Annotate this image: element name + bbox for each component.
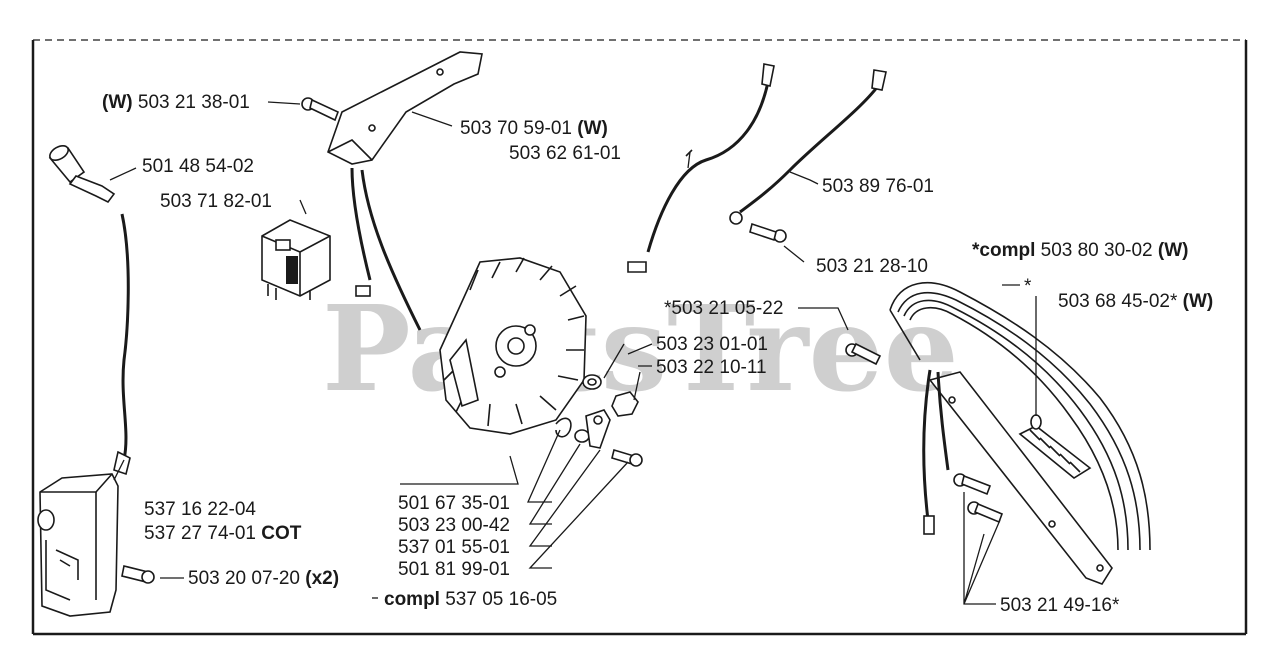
label-503-68-45-02: 503 68 45-02* (W) bbox=[1058, 291, 1213, 312]
diagram-frame bbox=[31, 39, 1248, 636]
label-501-67-35-01: 501 67 35-01 bbox=[398, 493, 510, 514]
label-503-20-07-20: 503 20 07-20 (x2) bbox=[188, 568, 339, 589]
label-503-23-00-42: 503 23 00-42 bbox=[398, 515, 510, 536]
label-537-01-55-01: 537 01 55-01 bbox=[398, 537, 510, 558]
stop-switch-drawing bbox=[261, 219, 331, 300]
ignition-module-drawing bbox=[37, 473, 155, 617]
spark-plug-cap-drawing bbox=[48, 144, 131, 476]
label-compl-537-05-16-05: compl 537 05 16-05 bbox=[384, 589, 557, 610]
label-compl-503-80-30-02: *compl 503 80 30-02 (W) bbox=[972, 240, 1189, 261]
label-503-21-28-10: 503 21 28-10 bbox=[816, 256, 928, 277]
label-503-89-76-01: 503 89 76-01 bbox=[822, 176, 934, 197]
label-503-21-05-22: *503 21 05-22 bbox=[664, 298, 783, 319]
label-503-71-82-01: 503 71 82-01 bbox=[160, 191, 272, 212]
label-501-48-54-02: 501 48 54-02 bbox=[142, 156, 254, 177]
label-503-21-49-16: 503 21 49-16* bbox=[1000, 595, 1120, 616]
label-503-22-10-11: 503 22 10-11 bbox=[656, 357, 767, 378]
flywheel-fasteners-drawing bbox=[555, 374, 643, 467]
shield-bolt-drawing bbox=[301, 97, 340, 122]
label-star-mark: * bbox=[1024, 276, 1032, 297]
label-503-23-01-01: 503 23 01-01 bbox=[656, 334, 768, 355]
label-503-70-59-01: 503 70 59-01 (W) bbox=[460, 118, 608, 139]
label-503-21-38-01: (W) 503 21 38-01 bbox=[102, 92, 250, 113]
label-503-62-61-01: 503 62 61-01 bbox=[509, 143, 621, 164]
heat-shield-drawing bbox=[327, 51, 483, 331]
wire-harness-drawing bbox=[627, 63, 887, 273]
label-537-27-74-01: 537 27 74-01 COT bbox=[144, 523, 302, 544]
label-501-81-99-01: 501 81 99-01 bbox=[398, 559, 510, 580]
flywheel-drawing bbox=[439, 257, 587, 435]
leader-lines bbox=[109, 101, 1037, 605]
label-537-16-22-04: 537 16 22-04 bbox=[144, 499, 256, 520]
